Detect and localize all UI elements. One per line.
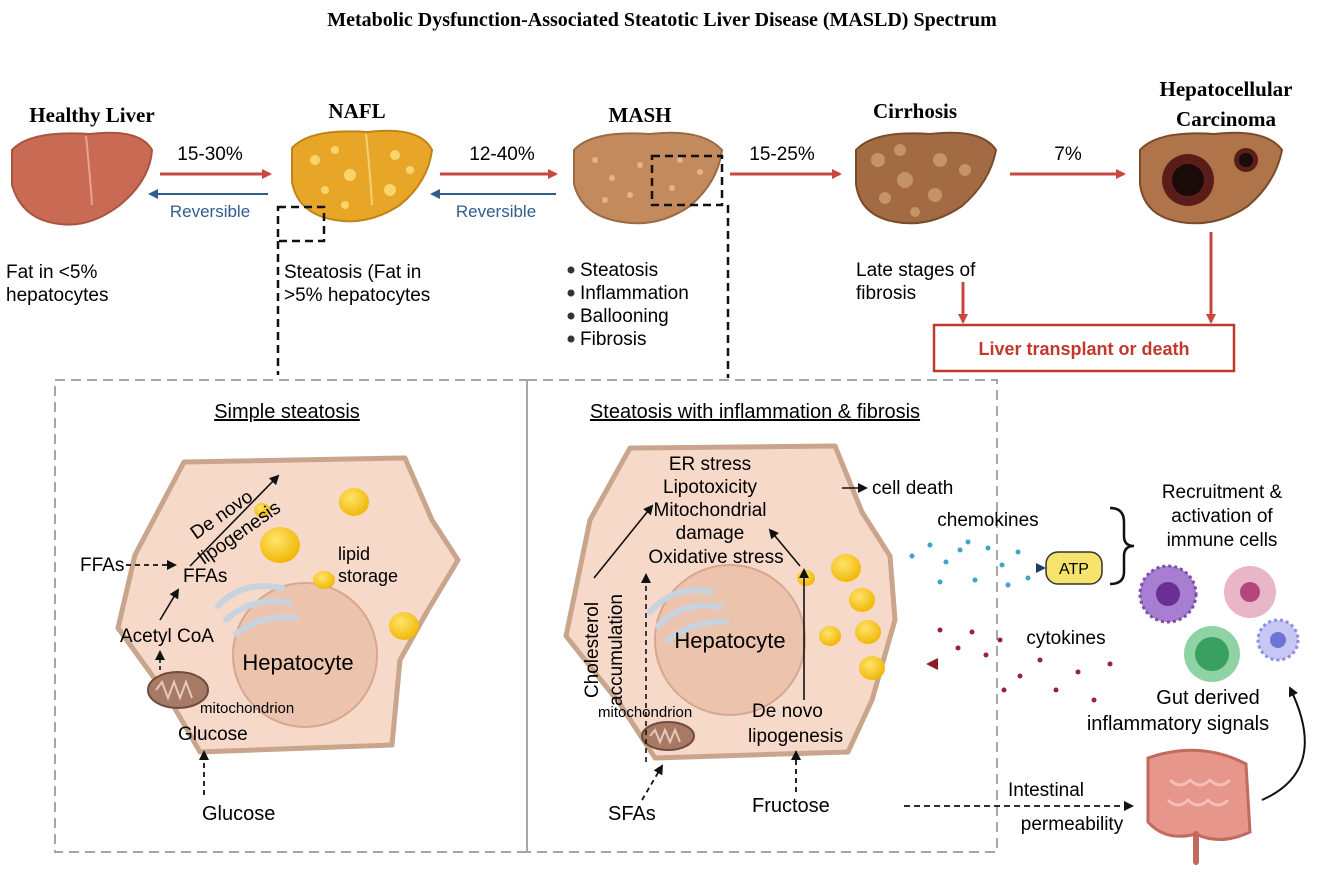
simple-ffas-outside: FFAs	[80, 555, 124, 576]
cell-death-label: cell death	[872, 478, 953, 499]
inflam-mitochondrion-label: mitochondrion	[598, 704, 692, 721]
recruitment-1: Recruitment &	[1162, 482, 1283, 503]
hepatocyte-cell-inflam	[563, 443, 898, 761]
cytokine-dots	[937, 627, 1113, 703]
arrow-ffas-lipogenesis	[189, 474, 280, 567]
stage-nafl-desc-1: Steatosis (Fat in	[284, 262, 421, 283]
stress-2: Lipotoxicity	[663, 477, 757, 498]
stage-mash-name: MASH	[609, 103, 672, 127]
er-icon-simple	[215, 583, 299, 637]
stage-healthy-desc-1: Fat in <5%	[6, 262, 97, 283]
reversible-nafl-mash: Reversible	[456, 202, 536, 221]
panel-simple-title: Simple steatosis	[214, 401, 360, 423]
arrow-lipogenesis-stress-2	[768, 528, 801, 567]
simple-lipid-1: lipid	[338, 544, 370, 564]
reversible-healthy-nafl: Reversible	[170, 202, 250, 221]
brace-icon	[1109, 506, 1135, 586]
simple-mitochondrion-label: mitochondrion	[200, 700, 294, 717]
gut-2: inflammatory signals	[1087, 713, 1269, 735]
panel-inflam-border	[526, 379, 998, 853]
intestinal-2: permeability	[1021, 814, 1124, 835]
inflam-de-novo-1: De novo	[752, 701, 823, 722]
cirrhosis-liver-icon	[855, 131, 998, 225]
recruitment-3: immune cells	[1167, 530, 1278, 551]
stress-4: damage	[676, 523, 745, 544]
zoom-connectors	[276, 154, 730, 378]
arrow-acetyl-ffas	[159, 588, 180, 621]
simple-glucose-inside: Glucose	[178, 724, 248, 745]
stage-healthy-name: Healthy Liver	[29, 103, 154, 127]
stage-cirrhosis-desc-2: fibrosis	[856, 283, 916, 304]
mitochondrion-icon-inflam	[641, 721, 695, 751]
rate-healthy-nafl: 15-30%	[177, 144, 243, 165]
cholesterol-1: Cholesterol	[582, 602, 603, 698]
rate-cirrhosis-hcc: 7%	[1054, 144, 1082, 165]
stage-nafl-name: NAFL	[328, 99, 385, 123]
healthy-liver-icon	[11, 131, 154, 226]
intestine-icon	[1146, 748, 1252, 865]
mash-feature-4: Fibrosis	[580, 329, 647, 350]
rate-mash-cirrhosis: 15-25%	[749, 144, 815, 165]
stage-healthy-desc-2: hepatocytes	[6, 285, 108, 306]
arrow-sfas-in	[641, 764, 664, 801]
inflam-hepatocyte-label: Hepatocyte	[674, 628, 785, 653]
outcome-box	[932, 323, 1236, 373]
cholesterol-2: accumulation	[606, 594, 627, 706]
diagram-title: Metabolic Dysfunction-Associated Steatot…	[327, 9, 997, 31]
stage-cirrhosis-desc-1: Late stages of	[856, 260, 976, 281]
gut-1: Gut derived	[1156, 687, 1259, 709]
lipid-droplets-inflam	[797, 554, 885, 680]
chemokine-dots	[909, 539, 1031, 588]
atp-label: ATP	[1059, 561, 1089, 578]
mash-feature-3: Ballooning	[580, 306, 669, 327]
mash-feature-2: Inflammation	[580, 283, 689, 304]
cytokines-label: cytokines	[1026, 628, 1105, 649]
nafl-liver-icon	[291, 129, 434, 223]
stage-hcc-name-2: Carcinoma	[1176, 107, 1276, 131]
arrow-cholesterol-stress	[593, 504, 654, 579]
mash-liver-icon	[573, 131, 724, 225]
panel-inflam-title: Steatosis with inflammation & fibrosis	[590, 401, 920, 423]
sfas-label: SFAs	[608, 803, 656, 825]
recruitment-2: activation of	[1171, 506, 1273, 527]
chemokines-label: chemokines	[937, 510, 1038, 531]
mitochondrion-icon-simple	[147, 671, 209, 709]
simple-ffas-inside: FFAs	[183, 566, 227, 587]
inflam-de-novo-2: lipogenesis	[748, 726, 843, 747]
stage-cirrhosis-name: Cirrhosis	[873, 99, 957, 123]
stress-1: ER stress	[669, 454, 751, 475]
stage-nafl-desc-2: >5% hepatocytes	[284, 285, 430, 306]
intestinal-1: Intestinal	[1008, 780, 1084, 801]
outcome-text: Liver transplant or death	[978, 339, 1189, 359]
immune-cells-icon	[1138, 564, 1300, 682]
lipid-droplets-simple	[254, 488, 419, 640]
simple-glucose-outside: Glucose	[202, 803, 275, 825]
fructose-label: Fructose	[752, 795, 830, 817]
rate-nafl-mash: 12-40%	[469, 144, 535, 165]
stage-hcc-name-1: Hepatocellular	[1160, 77, 1293, 101]
hcc-liver-icon	[1139, 131, 1284, 225]
stress-5: Oxidative stress	[648, 547, 783, 568]
mash-feature-bullets	[567, 266, 575, 343]
atp-badge	[1045, 551, 1103, 585]
arrow-gut-immune	[1261, 686, 1306, 801]
simple-acetyl-coa: Acetyl CoA	[120, 626, 214, 647]
simple-lipid-2: storage	[338, 566, 398, 586]
simple-hepatocyte-label: Hepatocyte	[242, 650, 353, 675]
stress-3: Mitochondrial	[654, 500, 767, 521]
mash-feature-1: Steatosis	[580, 260, 658, 281]
er-icon-inflam	[647, 587, 729, 643]
